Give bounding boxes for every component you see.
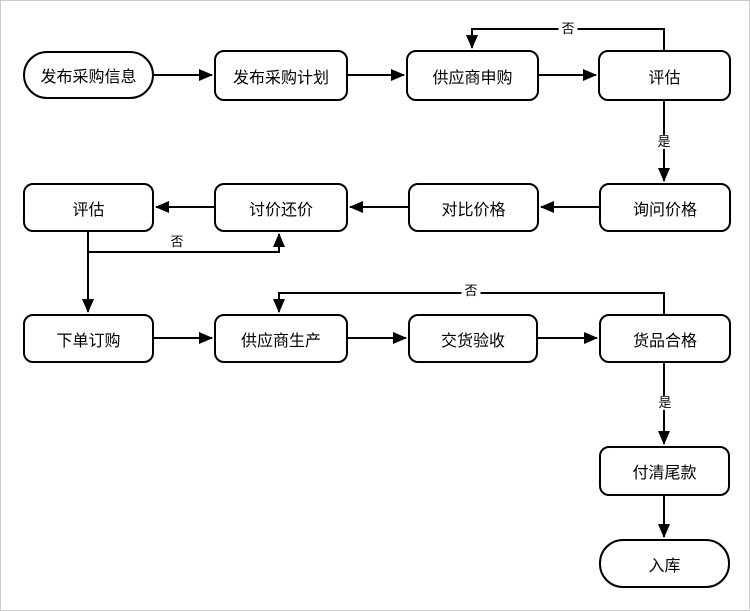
edge-label-evaluate-1-to-inquire-price: 是: [654, 134, 674, 150]
node-warehouse-in: 入库: [599, 539, 730, 588]
node-compare-price: 对比价格: [408, 183, 539, 232]
edge-evaluate-2-to-bargain: [88, 233, 285, 253]
node-place-order: 下单订购: [23, 314, 154, 363]
node-bargain: 讨价还价: [214, 183, 348, 232]
node-supplier-produce: 供应商生产: [214, 314, 348, 363]
node-supplier-apply: 供应商申购: [406, 50, 539, 101]
node-evaluate-1: 评估: [598, 50, 731, 101]
edge-label-goods-qualified-to-pay-balance: 是: [655, 395, 675, 411]
node-publish-info: 发布采购信息: [23, 51, 154, 99]
node-inquire-price: 询问价格: [599, 183, 731, 232]
edge-label-goods-qualified-to-supplier-produce: 否: [461, 283, 481, 299]
edge-label-evaluate-1-to-supplier-apply: 否: [558, 21, 578, 37]
node-goods-qualified: 货品合格: [599, 314, 731, 363]
node-delivery-inspect: 交货验收: [408, 314, 538, 363]
node-publish-plan: 发布采购计划: [214, 50, 348, 101]
edge-label-evaluate-2-to-bargain: 否: [167, 234, 187, 250]
node-pay-balance: 付清尾款: [599, 446, 730, 496]
node-evaluate-2: 评估: [23, 183, 154, 232]
